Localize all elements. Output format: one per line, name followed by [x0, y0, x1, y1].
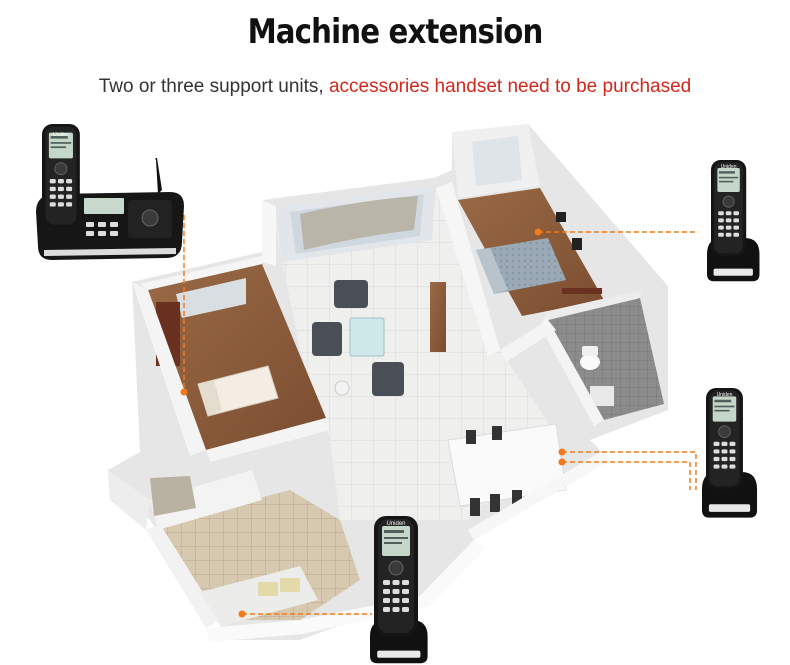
bathroom: [548, 298, 664, 420]
handset-mid-right: Uniden: [702, 387, 758, 518]
subtitle-highlight: accessories handset need to be purchased: [328, 76, 692, 97]
handset-bottom-brand: Uniden: [386, 521, 405, 527]
page-title: Machine extension: [247, 12, 544, 52]
line-dining: [562, 461, 691, 490]
apartment-floorplan: [108, 124, 668, 642]
handset-bottom: Uniden: [370, 515, 428, 664]
subtitle-plain: Two or three support units,: [98, 76, 329, 97]
page-subtitle: Two or three support units, accessories …: [0, 76, 790, 98]
handset-upper-right: Uniden: [707, 159, 760, 282]
line-living: [562, 451, 697, 490]
base-handset-brand: Uniden: [53, 132, 69, 138]
handset-upper-right-brand: Uniden: [721, 164, 737, 170]
handset-mid-right-brand: Uniden: [717, 392, 733, 398]
connection-lines: [183, 215, 698, 615]
connection-dots: [180, 228, 566, 618]
base-station-phone: Uniden: [36, 123, 184, 260]
